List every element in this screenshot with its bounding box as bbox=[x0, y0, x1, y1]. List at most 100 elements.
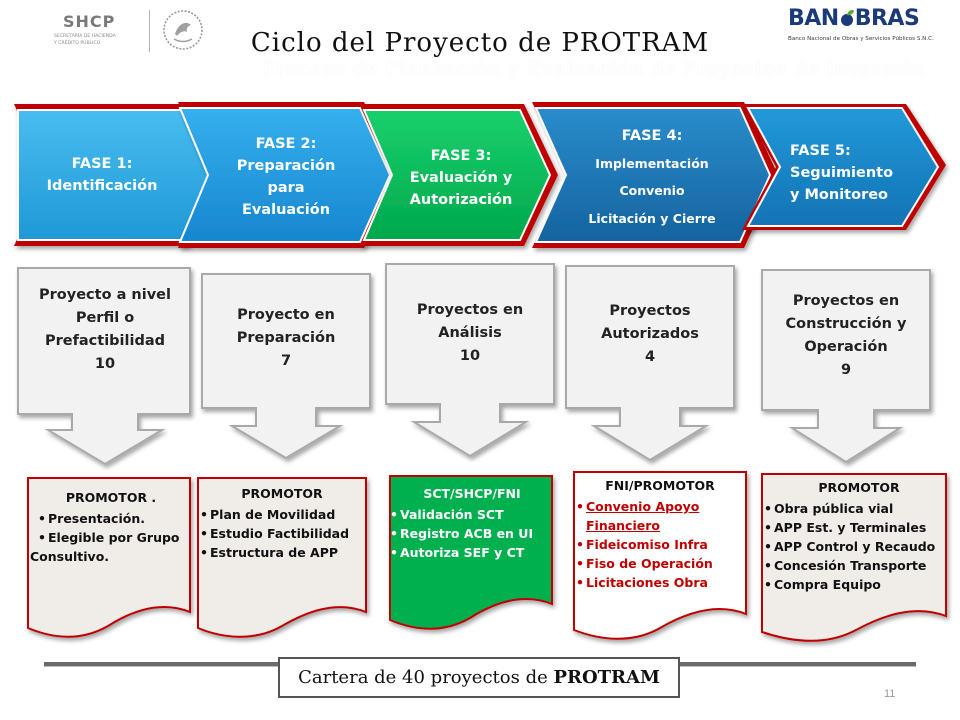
phase-3-line-2: Evaluación y bbox=[410, 170, 513, 186]
status-box-2-line-1: Proyecto en bbox=[237, 307, 335, 323]
logo-divider bbox=[149, 10, 150, 52]
phase-2-line-1: FASE 2: bbox=[256, 136, 317, 152]
phase-arrow-5 bbox=[742, 104, 946, 230]
document-3-heading: SCT/SHCP/FNI bbox=[423, 486, 521, 501]
list-item: Concesión Transporte bbox=[764, 556, 956, 575]
document-3: SCT/SHCP/FNI Validación SCT Registro ACB… bbox=[390, 486, 554, 562]
list-item: Estructura de APP bbox=[200, 543, 366, 562]
phase-arrow-4 bbox=[532, 102, 778, 248]
list-item: Estudio Factibilidad bbox=[200, 524, 366, 543]
banobras-wordmark: BAN BRAS bbox=[788, 6, 920, 31]
phase-3-line-1: FASE 3: bbox=[431, 148, 492, 164]
callout-1 bbox=[17, 267, 191, 466]
callout-3 bbox=[385, 263, 555, 458]
list-item: Registro ACB en UI bbox=[390, 524, 554, 543]
status-box-5-line-3: Operación bbox=[804, 339, 888, 355]
document-1: PROMOTOR . Presentación. Elegible por Gr… bbox=[30, 490, 192, 566]
phase-1-line-1: FASE 1: bbox=[72, 156, 133, 172]
banobras-name-right: BRAS bbox=[854, 6, 920, 31]
callout-2 bbox=[201, 273, 371, 460]
status-box-5-line-1: Proyectos en bbox=[792, 293, 900, 309]
mexico-eagle-seal-icon bbox=[163, 10, 203, 50]
phase-4-line-3: Convenio bbox=[619, 183, 684, 198]
phase-1-line-2: Identificación bbox=[47, 178, 158, 194]
status-box-3-line-1: Proyectos en bbox=[416, 302, 524, 318]
document-4-heading: FNI/PROMOTOR bbox=[605, 478, 715, 493]
slide-title: Ciclo del Proyecto de PROTRAM bbox=[250, 28, 710, 58]
status-box-4-line-1: Proyectos bbox=[609, 303, 691, 319]
banobras-name-left: BAN bbox=[788, 6, 839, 31]
phase-2-line-3: para bbox=[267, 180, 304, 196]
portfolio-label-text: Cartera de 40 proyectos de bbox=[298, 667, 548, 688]
header: SHCP SECRETARÍA DE HACIENDA Y CRÉDITO PÚ… bbox=[0, 0, 960, 100]
shcp-line-1: SECRETARÍA DE HACIENDA bbox=[54, 34, 116, 39]
phase-4-line-2: Implementación bbox=[595, 156, 708, 171]
phase-4-line-1: FASE 4: bbox=[622, 128, 683, 144]
status-box-5-line-2: Construcción y bbox=[785, 316, 907, 332]
document-3-list: Validación SCT Registro ACB en UI Autori… bbox=[390, 505, 554, 562]
portfolio-program-name: PROTRAM bbox=[553, 667, 660, 688]
list-item: Fiso de Operación bbox=[576, 554, 746, 573]
portfolio-label: Cartera de 40 proyectos de PROTRAM bbox=[278, 657, 680, 698]
list-item: Financiero bbox=[586, 518, 660, 533]
list-item: Plan de Movilidad bbox=[200, 505, 366, 524]
page-number: 11 bbox=[884, 688, 896, 700]
document-5-list: Obra pública vial APP Est. y Terminales … bbox=[762, 499, 956, 594]
status-box-5: Proyectos en Construcción y Operación 9 bbox=[762, 290, 930, 382]
document-2-list: Plan de Movilidad Estudio Factibilidad E… bbox=[198, 505, 366, 562]
phase-2-line-4: Evaluación bbox=[242, 202, 330, 218]
status-box-1-count: 10 bbox=[94, 356, 116, 372]
status-box-1-line-2: Perfil o bbox=[75, 310, 135, 326]
status-box-4: Proyectos Autorizados 4 bbox=[566, 300, 734, 369]
status-box-2-count: 7 bbox=[280, 353, 292, 369]
document-2-heading: PROMOTOR bbox=[241, 486, 323, 501]
list-item: Validación SCT bbox=[390, 505, 554, 524]
document-4: FNI/PROMOTOR Convenio Apoyo Financiero F… bbox=[574, 478, 746, 592]
status-box-1-line-1: Proyecto a nivel bbox=[39, 287, 171, 303]
phase-2-line-2: Preparación bbox=[237, 158, 336, 174]
status-box-5-count: 9 bbox=[840, 362, 852, 378]
status-box-2-line-2: Preparación bbox=[236, 330, 336, 346]
phase-arrow-2 bbox=[178, 102, 398, 248]
list-item: Convenio Apoyo bbox=[576, 497, 746, 516]
status-box-1-line-3: Prefactibilidad bbox=[44, 333, 166, 349]
shcp-acronym: SHCP bbox=[63, 12, 116, 31]
status-box-4-count: 4 bbox=[644, 349, 656, 365]
status-box-1: Proyecto a nivel Perfil o Prefactibilida… bbox=[22, 284, 188, 376]
status-box-3-count: 10 bbox=[459, 348, 481, 364]
list-item: Autoriza SEF y CT bbox=[390, 543, 554, 562]
phase-arrow-3 bbox=[360, 104, 558, 246]
phase-5-line-1: FASE 5: bbox=[790, 143, 851, 159]
phase-5-line-2: Seguimiento bbox=[790, 165, 893, 181]
document-5: PROMOTOR Obra pública vial APP Est. y Te… bbox=[762, 480, 956, 594]
banobras-logo: BAN BRAS Banco Nacional de Obras y Servic… bbox=[788, 6, 938, 56]
list-item: Presentación. bbox=[38, 509, 192, 528]
leaf-icon bbox=[840, 10, 854, 26]
list-item: Fideicomiso Infra bbox=[576, 535, 746, 554]
list-item: Licitaciones Obra bbox=[576, 573, 746, 592]
list-item: APP Est. y Terminales bbox=[764, 518, 956, 537]
phase-3-line-3: Autorización bbox=[410, 192, 513, 208]
phase-5-line-3: y Monitoreo bbox=[790, 187, 888, 203]
status-box-4-line-2: Autorizados bbox=[601, 326, 699, 342]
shcp-line-2: Y CRÉDITO PÚBLICO bbox=[54, 41, 101, 46]
status-box-3: Proyectos en Análisis 10 bbox=[386, 299, 554, 368]
slide-subtitle: Proceso de Planeación y Evaluación de Pr… bbox=[262, 56, 926, 80]
document-1-list: Presentación. Elegible por Grupo Consult… bbox=[30, 509, 192, 566]
list-item: APP Control y Recaudo bbox=[764, 537, 956, 556]
shcp-logo: SHCP SECRETARÍA DE HACIENDA Y CRÉDITO PÚ… bbox=[48, 8, 148, 56]
callout-4 bbox=[565, 265, 735, 462]
status-box-2: Proyecto en Preparación 7 bbox=[202, 304, 370, 373]
document-5-heading: PROMOTOR bbox=[818, 480, 900, 495]
document-4-list: Convenio Apoyo Financiero Fideicomiso In… bbox=[574, 497, 746, 592]
list-item: Elegible por Grupo bbox=[38, 528, 192, 547]
banobras-tagline: Banco Nacional de Obras y Servicios Públ… bbox=[788, 36, 934, 42]
callout-5 bbox=[761, 269, 931, 464]
document-2: PROMOTOR Plan de Movilidad Estudio Facti… bbox=[198, 486, 366, 562]
document-1-heading: PROMOTOR . bbox=[65, 490, 157, 505]
status-box-3-line-2: Análisis bbox=[438, 325, 502, 341]
list-item: Consultivo. bbox=[30, 549, 110, 564]
list-item: Obra pública vial bbox=[764, 499, 956, 518]
phase-4-line-4: Licitación y Cierre bbox=[588, 211, 715, 226]
list-item: Compra Equipo bbox=[764, 575, 956, 594]
